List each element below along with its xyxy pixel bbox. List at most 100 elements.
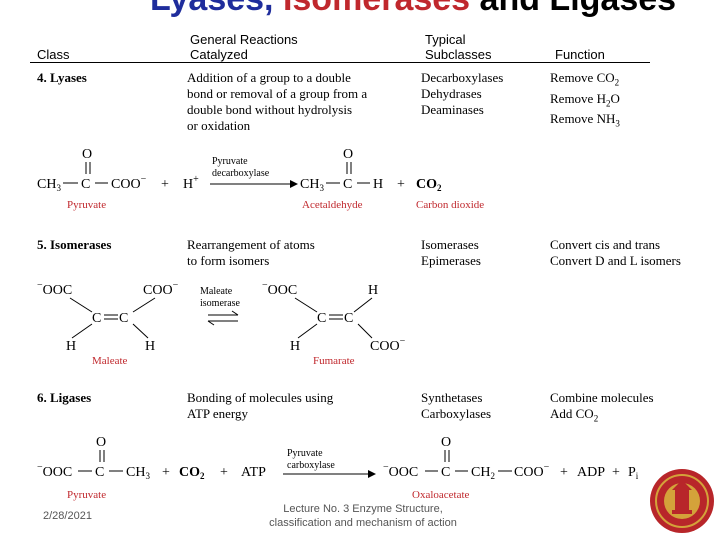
header-general-line1: General Reactions: [190, 32, 298, 47]
header-divider: [30, 62, 650, 63]
carboxylate-group: −OOC: [383, 462, 418, 480]
carboxylate-group: COO−: [143, 280, 179, 298]
enzyme-label: Pyruvate: [212, 156, 248, 167]
title-isomerases: Isomerases: [283, 0, 470, 18]
hydrogen-atom: H: [66, 339, 76, 354]
carbon-dioxide: CO2: [179, 465, 205, 481]
subclass-item: Carboxylases: [421, 406, 492, 421]
lyases-subclasses: Decarboxylases Dehydrases Deaminases: [421, 70, 503, 118]
slide-title: Lyases, Isomerases and Ligases: [150, 0, 676, 19]
label-oxaloacetate: Oxaloacetate: [412, 489, 470, 501]
function-item: Remove H2O: [550, 90, 620, 109]
header-function: Function: [555, 47, 605, 62]
subclass-item: Decarboxylases: [421, 70, 504, 85]
ligases-subclasses: Synthetases Carboxylases: [421, 390, 491, 422]
header-typical: Typical Subclasses: [425, 32, 491, 62]
plus-sign: +: [161, 177, 169, 192]
function-item: Remove NH3: [550, 111, 620, 129]
carbon-atom: C: [95, 465, 104, 480]
footer-lecture-line1: Lecture No. 3 Enzyme Structure,: [283, 503, 443, 515]
label-acetaldehyde: Acetaldehyde: [302, 199, 363, 211]
enzyme-label: Maleate: [200, 286, 233, 297]
hydrogen-atom: H: [290, 339, 300, 354]
label-fumarate: Fumarate: [313, 355, 355, 367]
isomerases-functions: Convert cis and trans Convert D and L is…: [550, 237, 681, 269]
isomerases-equation: −OOC COO− C C H H Maleate Maleate isomer…: [37, 280, 406, 367]
carboxylate-group: −OOC: [262, 280, 297, 298]
enzyme-label: Pyruvate: [287, 448, 323, 459]
oxygen-atom: O: [96, 435, 106, 450]
subclass-item: Epimerases: [421, 253, 481, 268]
title-lyases: Lyases,: [150, 0, 283, 18]
carboxylate-group: COO−: [111, 174, 147, 192]
university-seal-icon: [650, 469, 714, 533]
lyases-reaction-line: bond or removal of a group from a: [187, 86, 368, 101]
carboxylate-group: −OOC: [37, 462, 72, 480]
carboxylate-group: COO−: [514, 462, 550, 480]
ligases-equation: O −OOC C CH3 + CO2 + ATP Pyruvate Pyruva…: [37, 435, 639, 501]
ligases-reaction-line: ATP energy: [187, 406, 249, 421]
inorganic-phosphate: Pi: [628, 465, 639, 481]
adp: ADP: [577, 465, 605, 480]
function-item: Convert cis and trans: [550, 237, 661, 252]
footer-lecture: Lecture No. 3 Enzyme Structure, classifi…: [248, 502, 478, 530]
carbon-atom: C: [92, 311, 101, 326]
header-typical-line1: Typical: [425, 32, 466, 47]
carbon-atom: C: [81, 177, 90, 192]
class-isomerases: 5. Isomerases: [37, 237, 112, 252]
subclass-item: Synthetases: [421, 390, 483, 405]
footer-lecture-line2: classification and mechanism of action: [269, 517, 457, 529]
isomerases-reaction-line: Rearrangement of atoms: [187, 237, 315, 252]
atp: ATP: [241, 465, 266, 480]
class-lyases: 4. Lyases: [37, 70, 87, 85]
label-pyruvate: Pyruvate: [67, 489, 106, 501]
lyases-equation: O CH3 C COO− + H + Pyruvate Pyruvate deca…: [37, 147, 484, 211]
oxygen-atom: O: [343, 147, 353, 162]
lyases-reaction-line: double bond without hydrolysis: [187, 102, 353, 117]
methyl-group: CH3: [300, 177, 324, 193]
title-ligases: and Ligases: [470, 0, 677, 18]
function-item: Convert D and L isomers: [550, 253, 681, 268]
label-pyruvate: Pyruvate: [67, 199, 106, 211]
lyases-reaction: Addition of a group to a double bond or …: [187, 70, 367, 134]
carboxylate-group: COO−: [370, 336, 406, 354]
carbon-atom: C: [344, 311, 353, 326]
hydrogen-atom: H: [145, 339, 155, 354]
oxygen-atom: O: [82, 147, 92, 162]
isomerases-reaction-line: to form isomers: [187, 253, 270, 268]
class-ligases: 6. Ligases: [37, 390, 92, 405]
ligases-reaction: Bonding of molecules using ATP energy: [187, 390, 333, 422]
subclass-item: Dehydrases: [421, 86, 482, 101]
header-typical-line2: Subclasses: [425, 47, 492, 62]
carbon-atom: C: [119, 311, 128, 326]
header-class: Class: [37, 47, 70, 62]
footer-date: 2/28/2021: [43, 510, 92, 522]
header-general-line2: Catalyzed: [190, 47, 248, 62]
enzyme-label: isomerase: [200, 298, 241, 309]
label-carbon-dioxide: Carbon dioxide: [416, 199, 484, 211]
enzyme-label: carboxylase: [287, 460, 335, 471]
header-general: General Reactions Catalyzed: [190, 32, 298, 62]
lyases-functions: Remove CO2 Remove H2O Remove NH3: [550, 70, 620, 132]
ligases-reaction-line: Bonding of molecules using: [187, 390, 334, 405]
plus-sign: +: [397, 177, 405, 192]
plus-sign: +: [612, 465, 620, 480]
isomerases-subclasses: Isomerases Epimerases: [421, 237, 481, 269]
methylene-group: CH2: [471, 465, 495, 481]
enzyme-label: decarboxylase: [212, 168, 270, 179]
oxygen-atom: O: [441, 435, 451, 450]
carbon-atom: C: [441, 465, 450, 480]
lyases-reaction-line: or oxidation: [187, 118, 251, 133]
subclass-item: Isomerases: [421, 237, 479, 252]
methyl-group: CH3: [126, 465, 150, 481]
function-item: Combine molecules: [550, 390, 654, 405]
plus-sign: +: [162, 465, 170, 480]
carbon-atom: C: [317, 311, 326, 326]
carbon-dioxide: CO2: [416, 177, 442, 193]
function-item: Remove CO2: [550, 70, 620, 88]
hydrogen-atom: H: [368, 283, 378, 298]
hydrogen-atom: H: [373, 177, 383, 192]
carboxylate-group: −OOC: [37, 280, 72, 298]
subclass-item: Deaminases: [421, 102, 484, 117]
ligases-functions: Combine molecules Add CO2: [550, 390, 654, 427]
